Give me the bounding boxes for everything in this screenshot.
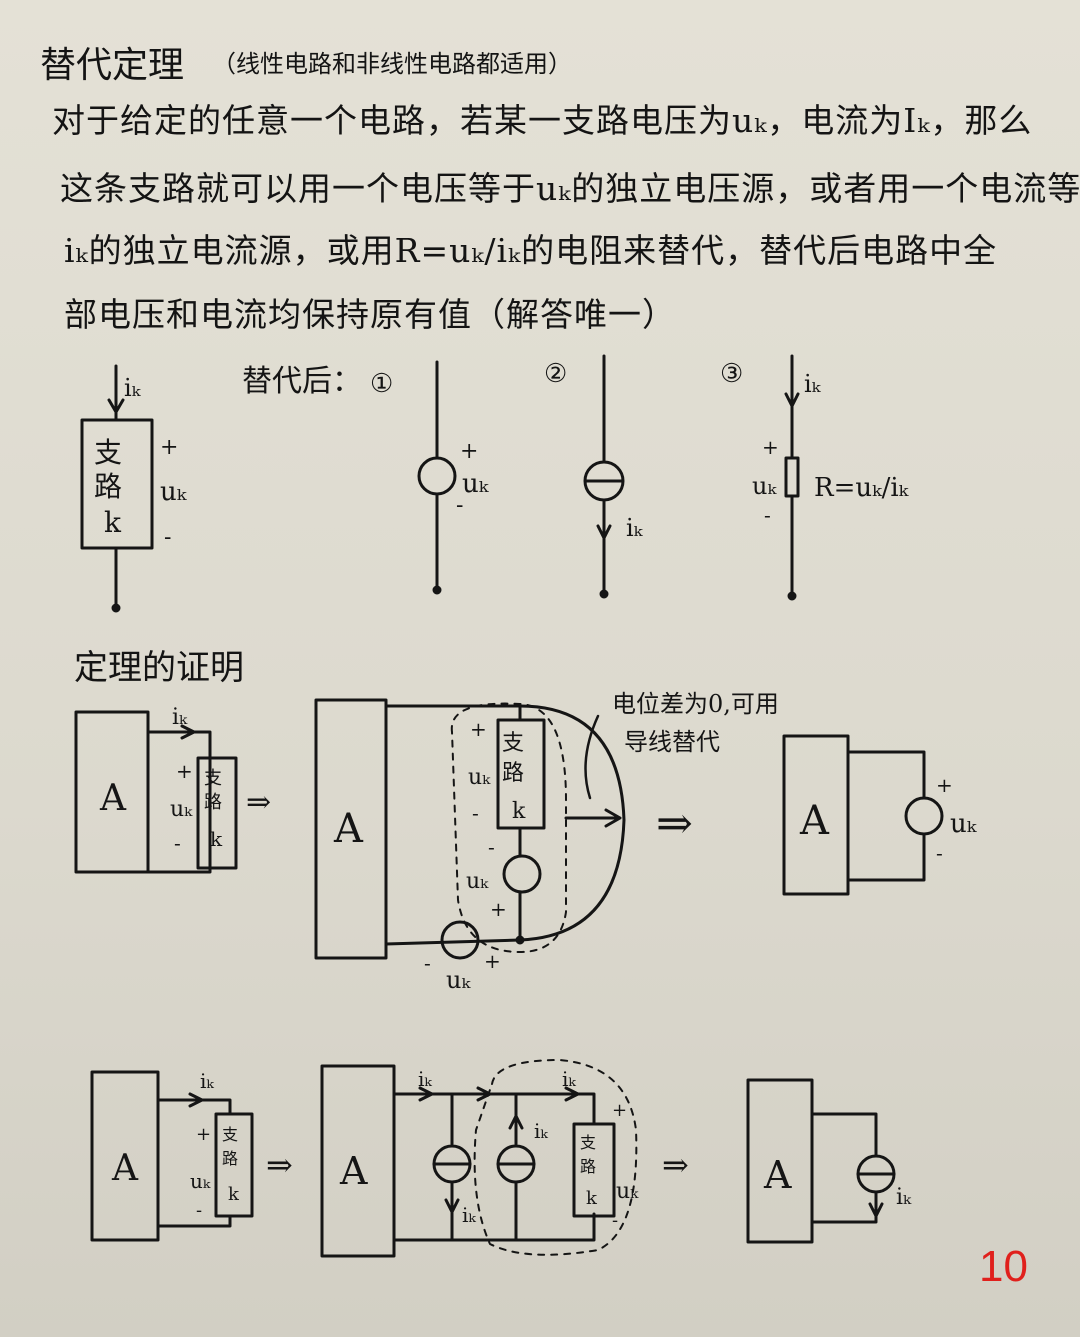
implies-arrow: ⇒ <box>656 798 693 849</box>
uk-label: uₖ <box>190 1169 211 1193</box>
branch-char-1: 支 <box>502 731 524 756</box>
branch-char-2: 路 <box>204 792 222 813</box>
paragraph-line-1: 对于给定的任意一个电路，若某一支路电压为uₖ，电流为Iₖ，那么 <box>52 101 1033 140</box>
ik-label: iₖ <box>172 705 188 730</box>
plus-sign: + <box>762 435 779 459</box>
block-a: A <box>799 798 830 844</box>
plus-sign: + <box>176 759 193 783</box>
proof-1-original: A iₖ + uₖ - 支 路 k ⇒ <box>74 705 271 874</box>
plus-sign: + <box>484 949 501 973</box>
proof-2-original: A iₖ + uₖ - 支 路 k ⇒ <box>90 1069 293 1242</box>
uk-label: uₖ <box>466 869 489 894</box>
block-a: A <box>333 806 364 852</box>
uk-label: uₖ <box>752 472 777 500</box>
ik-label: iₖ <box>804 370 822 398</box>
proof-1-result: A + uₖ - <box>782 734 978 896</box>
branch-char-3: k <box>210 827 223 851</box>
uk-label: uₖ <box>446 966 471 994</box>
after-replacement-label: 替代后： <box>242 364 362 399</box>
branch-char-1: 支 <box>580 1133 596 1152</box>
block-a: A <box>99 778 127 819</box>
note-line-1: 电位差为0,可用 <box>612 690 779 718</box>
proof-title: 定理的证明 <box>74 648 244 688</box>
uk-label: uₖ <box>468 765 491 790</box>
ik-label: iₖ <box>562 1067 576 1091</box>
option-3-resistor: ③ iₖ + uₖ - R=uₖ/iₖ <box>720 354 910 601</box>
minus-sign: - <box>174 831 181 855</box>
uk-label: uₖ <box>616 1179 639 1204</box>
branch-char-3: k <box>586 1188 598 1209</box>
branch-char-3: k <box>512 799 526 824</box>
proof-2-middle: A iₖ iₖ iₖ iₖ 支 路 k + uₖ - ⇒ <box>320 1059 689 1258</box>
ik-label: iₖ <box>418 1067 432 1091</box>
proof-2-result: A iₖ <box>746 1078 912 1244</box>
minus-sign: - <box>164 525 171 550</box>
branch-char-2: 路 <box>580 1157 596 1176</box>
uk-label: uₖ <box>462 469 490 499</box>
ik-label: iₖ <box>534 1119 548 1143</box>
branch-char-2: 路 <box>222 1149 238 1168</box>
branch-k-diagram: iₖ 支 路 k + uₖ - <box>80 364 188 613</box>
plus-sign: + <box>490 897 507 921</box>
uk-label: uₖ <box>170 797 193 822</box>
plus-sign: + <box>470 717 487 741</box>
block-a: A <box>111 1148 139 1189</box>
block-a: A <box>339 1149 368 1193</box>
plus-sign: + <box>160 435 178 460</box>
page-title: 替代定理 <box>40 45 185 86</box>
branch-char-2: 路 <box>502 761 524 786</box>
branch-char-3: k <box>228 1184 240 1205</box>
plus-sign: + <box>196 1124 211 1145</box>
paragraph-line-4: 部电压和电流均保持原有值（解答唯一） <box>64 295 676 334</box>
plus-sign: + <box>460 439 478 464</box>
option-2-current-source: ② iₖ <box>544 354 644 599</box>
circle-num-2: ② <box>544 359 567 389</box>
page-number: 10 <box>979 1242 1028 1291</box>
branch-char-3: k <box>104 506 122 539</box>
uk-label: uₖ <box>950 809 978 839</box>
circle-num-3: ③ <box>720 359 743 389</box>
plus-sign: + <box>612 1100 627 1121</box>
branch-char-1: 支 <box>222 1125 238 1144</box>
minus-sign: - <box>936 841 943 865</box>
ik-label: iₖ <box>124 374 142 402</box>
block-a: A <box>763 1153 792 1197</box>
minus-sign: - <box>764 503 771 527</box>
minus-sign: - <box>612 1210 618 1231</box>
minus-sign: - <box>472 801 479 825</box>
resistance-formula: R=uₖ/iₖ <box>814 473 910 503</box>
circle-num-1: ① <box>370 369 393 399</box>
proof-1-middle: A 支 路 k + uₖ - - uₖ + - uₖ + 电位差为0,可用 导线… <box>314 690 779 994</box>
ik-label: iₖ <box>200 1069 214 1093</box>
ik-label: iₖ <box>626 514 644 542</box>
implies-arrow: ⇒ <box>266 1146 293 1184</box>
paragraph-line-3: iₖ的独立电流源，或用R=uₖ/iₖ的电阻来替代，替代后电路中全 <box>64 231 998 270</box>
minus-sign: - <box>196 1200 202 1221</box>
minus-sign: - <box>424 951 431 975</box>
ik-label: iₖ <box>896 1185 912 1210</box>
paragraph-line-2: 这条支路就可以用一个电压等于uₖ的独立电压源，或者用一个电流等于 <box>60 169 1080 208</box>
plus-sign: + <box>936 773 953 797</box>
implies-arrow: ⇒ <box>662 1146 689 1184</box>
minus-sign: - <box>488 835 495 859</box>
ik-label: iₖ <box>462 1203 476 1227</box>
option-1-voltage-source: ① + uₖ - <box>370 360 490 595</box>
implies-arrow: ⇒ <box>246 785 271 820</box>
branch-char-1: 支 <box>94 436 122 469</box>
title-note: （线性电路和非线性电路都适用） <box>212 50 572 78</box>
uk-label: uₖ <box>160 477 188 507</box>
minus-sign: - <box>456 493 463 518</box>
note-line-2: 导线替代 <box>624 728 720 756</box>
branch-char-2: 路 <box>94 470 122 503</box>
branch-char-1: 支 <box>204 768 222 789</box>
